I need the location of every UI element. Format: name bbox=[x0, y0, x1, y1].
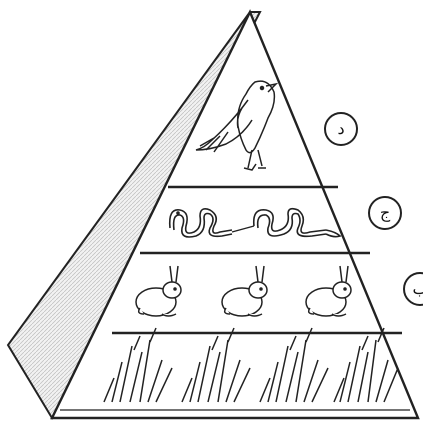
level-label-c: ج bbox=[380, 205, 390, 221]
level-label-d: د bbox=[337, 121, 344, 137]
level-marker-d: د bbox=[324, 112, 358, 146]
level-label-b: ب bbox=[412, 281, 423, 297]
level-marker-c: ج bbox=[368, 196, 402, 230]
